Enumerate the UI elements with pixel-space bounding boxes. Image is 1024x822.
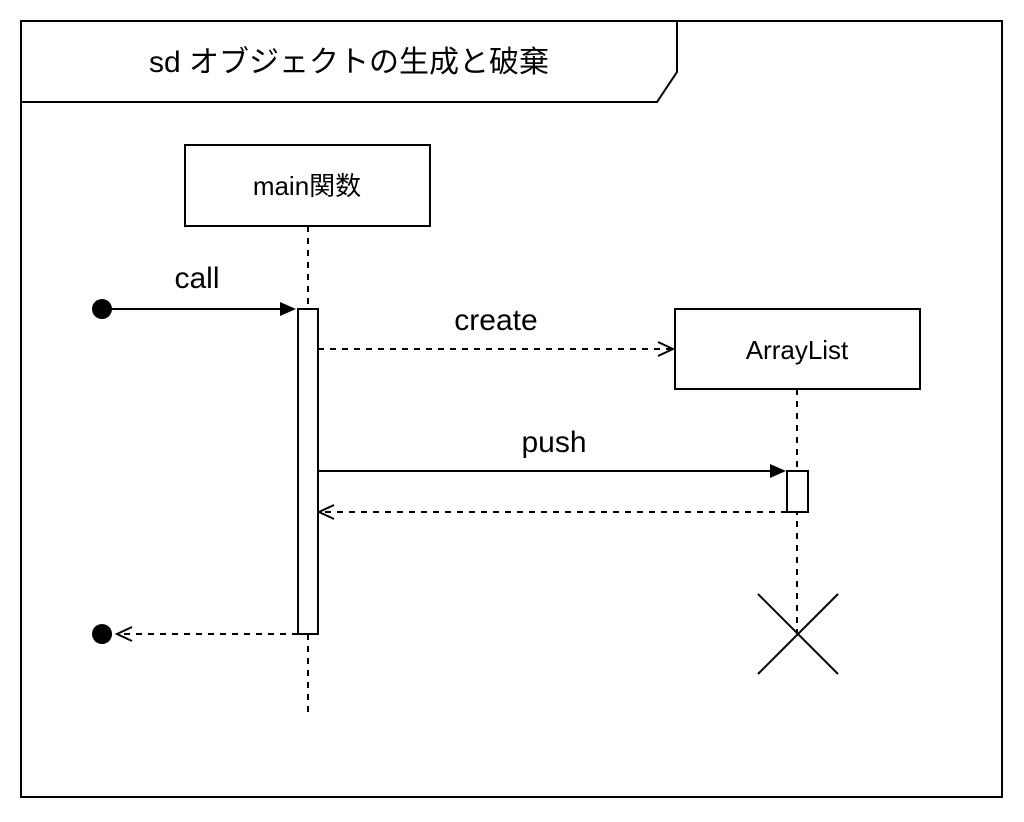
lifeline-label-main: main関数 [253, 171, 361, 201]
message-label-create: create [454, 304, 537, 337]
message-arrowhead-create [657, 341, 676, 357]
message-arrowhead-call-return [114, 626, 133, 642]
message-arrowhead-push [770, 464, 786, 478]
message-label-call: call [174, 262, 219, 295]
activation-bar-main [297, 308, 319, 635]
message-arrowhead-push-return [316, 504, 335, 520]
message-label-push: push [521, 426, 586, 459]
frame-title-tab [20, 20, 678, 103]
message-arrowhead-call [280, 302, 296, 316]
lifeline-label-arraylist: ArrayList [746, 335, 849, 365]
activation-bar-arraylist [786, 470, 809, 513]
destruction-marker-icon [757, 593, 839, 675]
lost-message-end-point [92, 624, 112, 644]
frame-title: sd オブジェクトの生成と破棄 [149, 46, 549, 79]
diagram-frame [20, 20, 1003, 798]
